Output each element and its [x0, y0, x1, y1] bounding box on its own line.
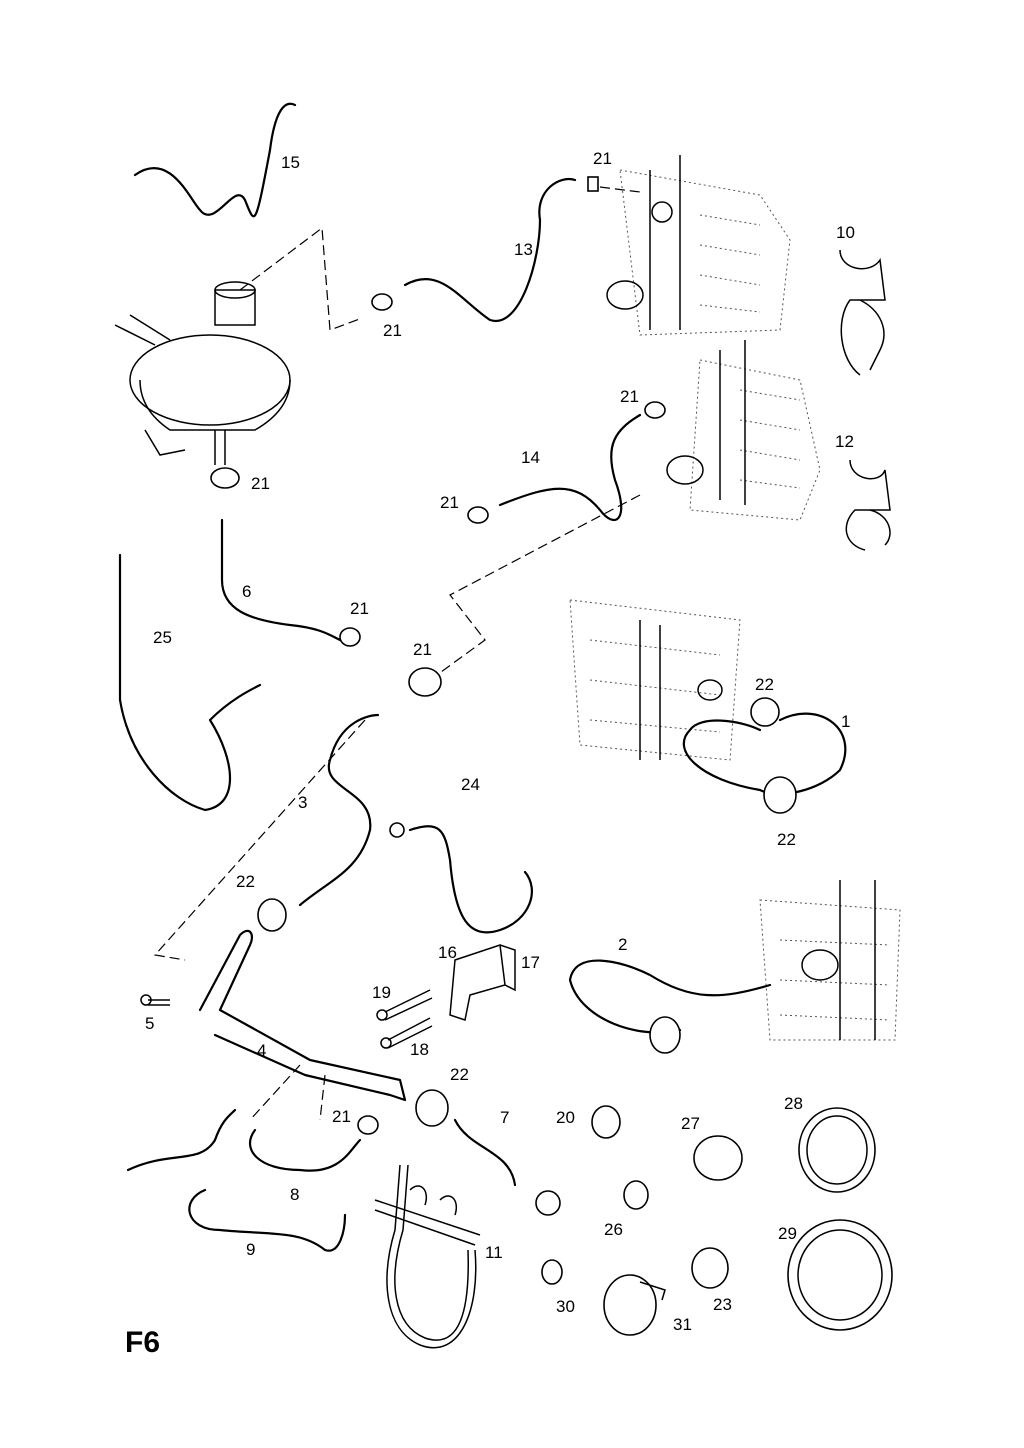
- callout-30: 30: [556, 1297, 575, 1316]
- callout-20: 20: [556, 1108, 575, 1127]
- callout-7: 7: [500, 1108, 509, 1127]
- callout-26: 26: [604, 1220, 623, 1239]
- clamp-23: [691, 1247, 729, 1289]
- callout-28: 28: [784, 1094, 803, 1113]
- hose-2: [568, 959, 772, 1034]
- clamp-21-tank: [371, 293, 393, 311]
- callout-3: 3: [298, 793, 307, 812]
- pipe-4: [198, 929, 407, 1102]
- callout-21: 21: [383, 321, 402, 340]
- callout-21: 21: [413, 640, 432, 659]
- callout-23: 23: [713, 1295, 732, 1314]
- clamp-21-top: [587, 176, 599, 192]
- callout-9: 9: [246, 1240, 255, 1259]
- hose-15: [133, 102, 297, 218]
- clip-10: [839, 249, 886, 376]
- callout-22: 22: [236, 872, 255, 891]
- clamp-21-hose6: [339, 627, 361, 647]
- callout-21: 21: [593, 149, 612, 168]
- clamp-22-hose3: [257, 898, 287, 932]
- callout-22: 22: [450, 1065, 469, 1084]
- engine-block-lower: [759, 880, 901, 1041]
- hose-3: [298, 713, 380, 907]
- hose-small-left: [126, 1108, 237, 1172]
- callout-10: 10: [836, 223, 855, 242]
- callout-16: 16: [438, 943, 457, 962]
- callout-12: 12: [835, 432, 854, 451]
- callout-21: 21: [440, 493, 459, 512]
- clamp-21-hose3: [408, 667, 442, 697]
- bolt-18: [380, 1017, 433, 1049]
- hose-24: [408, 825, 533, 934]
- engine-block-top: [606, 155, 791, 336]
- clamp-22-pipe4: [415, 1089, 449, 1127]
- callout-29: 29: [778, 1224, 797, 1243]
- callout-21: 21: [620, 387, 639, 406]
- hose-7: [453, 1118, 517, 1187]
- callout-27: 27: [681, 1114, 700, 1133]
- hose-8: [248, 1128, 362, 1172]
- page-code: F6: [125, 1326, 160, 1359]
- callout-14: 14: [521, 448, 540, 467]
- callout-13: 13: [514, 240, 533, 259]
- clamp-26: [623, 1180, 649, 1210]
- callout-5: 5: [145, 1014, 154, 1033]
- clip-12: [845, 459, 891, 551]
- hose-6: [220, 518, 342, 642]
- callout-4: 4: [257, 1041, 266, 1060]
- clamp-21-hose14: [467, 506, 489, 524]
- callout-25: 25: [153, 628, 172, 647]
- clamp-21-mid: [644, 401, 666, 419]
- thermostat-housing: [449, 943, 516, 1021]
- clamp-22-hose1-bottom: [763, 776, 797, 814]
- callout-21: 21: [251, 474, 270, 493]
- leader-line: [249, 1064, 301, 1121]
- clamp-27: [693, 1135, 743, 1181]
- clamp-7-end: [535, 1190, 561, 1216]
- clamp-30: [541, 1259, 563, 1285]
- callout-15: 15: [281, 153, 300, 172]
- callout-1: 1: [841, 712, 850, 731]
- clamp-31: [603, 1274, 666, 1336]
- clamp-22-hose1-top: [750, 697, 780, 727]
- leader-line: [153, 719, 366, 961]
- clamp-22-hose2: [649, 1016, 681, 1054]
- bracket-11: [374, 1164, 481, 1349]
- callout-24: 24: [461, 775, 480, 794]
- hose-1: [682, 712, 847, 795]
- callout-6: 6: [242, 582, 251, 601]
- callout-31: 31: [673, 1315, 692, 1334]
- engine-block-right: [569, 599, 741, 761]
- leader-line: [599, 186, 641, 193]
- callout-21: 21: [332, 1107, 351, 1126]
- callout-21: 21: [350, 599, 369, 618]
- leader-line: [429, 494, 641, 681]
- callout-22: 22: [755, 675, 774, 694]
- leader-line: [239, 226, 363, 331]
- callout-17: 17: [521, 953, 540, 972]
- clamp-24-end: [389, 822, 405, 838]
- callout-2: 2: [618, 935, 627, 954]
- bolt-5: [140, 994, 170, 1006]
- clamp-20: [591, 1105, 621, 1139]
- clamp-28: [798, 1107, 876, 1193]
- leader-line: [319, 1074, 326, 1121]
- hose-13: [403, 177, 577, 323]
- callout-11: 11: [485, 1243, 503, 1262]
- hose-9: [188, 1188, 347, 1252]
- callout-19: 19: [372, 983, 391, 1002]
- expansion-tank: [114, 281, 291, 465]
- hose-14: [498, 413, 642, 521]
- callout-8: 8: [290, 1185, 299, 1204]
- clamp-21-hose8: [357, 1115, 379, 1135]
- bolt-19: [376, 989, 433, 1021]
- callout-18: 18: [410, 1040, 429, 1059]
- clamp-21-tankbottom: [210, 467, 240, 489]
- engine-block-middle: [666, 340, 821, 521]
- hose-25: [118, 553, 262, 812]
- callout-22: 22: [777, 830, 796, 849]
- clamp-29: [787, 1219, 893, 1331]
